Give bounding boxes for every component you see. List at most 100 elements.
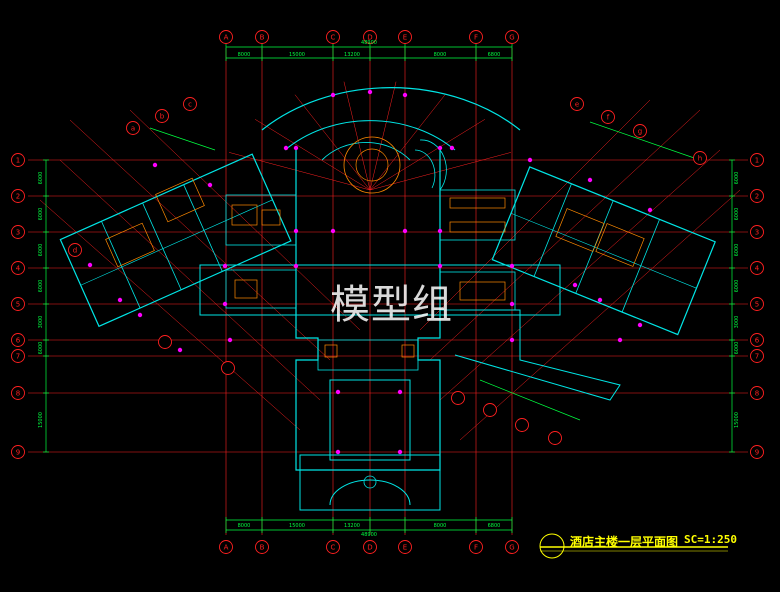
- axis-line-radial: [254, 119, 371, 191]
- dim-label-bottom: 8000: [238, 523, 251, 529]
- column-node: [335, 389, 341, 395]
- grid-bubble-bottom-label: F: [474, 544, 478, 552]
- grid-bubble-left-label: 8: [16, 390, 20, 398]
- grid-bubble-diagonal-circle: [68, 243, 82, 257]
- grid-bubble-left-label: 4: [16, 265, 21, 273]
- axis-line-diagonal: [129, 109, 361, 331]
- grid-bubble-top-circle: [363, 30, 377, 44]
- outer-arc: [261, 87, 521, 131]
- drawing-scale: SC=1:250: [684, 533, 737, 546]
- column-node: [637, 322, 643, 328]
- column-node: [437, 228, 443, 234]
- column-node: [647, 207, 653, 213]
- watermark-text: 模型组: [330, 282, 453, 328]
- grid-bubble-diagonal-label: d: [73, 247, 77, 255]
- axis-line-diagonal: [69, 119, 331, 361]
- column-node: [137, 312, 143, 318]
- axis-line-radial: [369, 94, 446, 191]
- grid-bubble-top-circle: [326, 30, 340, 44]
- right-wing: [491, 166, 716, 336]
- column-node: [509, 337, 515, 343]
- grid-bubble-top-label: G: [509, 34, 514, 42]
- dim-label-left: 15000: [38, 412, 44, 428]
- grid-bubble-diagonal-label: e: [575, 101, 579, 109]
- axis-line-radial: [228, 152, 371, 191]
- grid-bubble-left-label: 3: [16, 229, 20, 237]
- grid-bubble-diagonal-circle: [221, 361, 235, 375]
- grid-bubble-right-label: 3: [755, 229, 759, 237]
- column-node: [293, 263, 299, 269]
- grid-bubble-bottom-label: B: [260, 544, 265, 552]
- dim-label-bottom: 13200: [344, 523, 360, 529]
- grid-bubble-right-label: 9: [755, 449, 759, 457]
- grid-bubble-bottom-circle: [469, 540, 483, 554]
- grid-bubble-diagonal-label: h: [698, 155, 702, 163]
- dim-label-bottom: 15000: [289, 523, 305, 529]
- grid-bubble-right-label: 7: [755, 353, 759, 361]
- column-node: [152, 162, 158, 168]
- grid-bubble-left-circle: [11, 445, 25, 459]
- grid-bubble-left-label: 5: [16, 301, 20, 309]
- column-node: [397, 389, 403, 395]
- grid-bubble-right-circle: [750, 189, 764, 203]
- dim-label-top: 15000: [289, 52, 305, 58]
- grid-bubble-left-circle: [11, 153, 25, 167]
- column-node: [293, 145, 299, 151]
- grid-bubble-right-label: 8: [755, 390, 759, 398]
- grid-bubble-left-circle: [11, 225, 25, 239]
- grid-bubble-right-label: 4: [755, 265, 760, 273]
- grid-bubble-right-circle: [750, 297, 764, 311]
- grid-bubble-top-circle: [398, 30, 412, 44]
- column-node: [437, 145, 443, 151]
- grid-bubble-diagonal-circle: [633, 124, 647, 138]
- title-symbol: [539, 533, 565, 559]
- dim-label-left: 6000: [38, 244, 44, 257]
- grid-bubble-top-label: B: [260, 34, 265, 42]
- dim-label-top: 8000: [238, 52, 251, 58]
- dim-label-right: 6000: [734, 208, 740, 221]
- dim-label-right: 15000: [734, 412, 740, 428]
- grid-bubble-bottom-label: G: [509, 544, 514, 552]
- column-node: [330, 92, 336, 98]
- column-node: [397, 449, 403, 455]
- grid-bubble-bottom-label: E: [403, 544, 407, 552]
- grid-bubble-diagonal-circle: [183, 97, 197, 111]
- grid-bubble-diagonal-label: c: [188, 101, 192, 109]
- column-node: [402, 92, 408, 98]
- grid-bubble-right-label: 5: [755, 301, 759, 309]
- grid-bubble-left-circle: [11, 349, 25, 363]
- grid-bubble-right-label: 6: [755, 337, 760, 345]
- grid-bubble-top-label: E: [403, 34, 407, 42]
- column-node: [572, 282, 578, 288]
- grid-bubble-diagonal-label: b: [160, 113, 165, 121]
- lobby-hall: [329, 379, 411, 461]
- column-node: [87, 262, 93, 268]
- grid-bubble-top-circle: [505, 30, 519, 44]
- column-node: [335, 449, 341, 455]
- grid-bubble-top-circle: [255, 30, 269, 44]
- grid-bubble-bottom-label: A: [224, 544, 229, 552]
- dim-label-right: 6000: [734, 280, 740, 293]
- axis-line-diagonal: [39, 199, 301, 431]
- grid-bubble-right-circle: [750, 445, 764, 459]
- drawing-title: 酒店主楼一层平面图: [570, 535, 679, 549]
- axis-line-diagonal: [459, 189, 741, 441]
- entrance-canopy: [299, 454, 441, 511]
- fountain: [363, 475, 377, 489]
- grid-bubble-top-label: C: [331, 34, 336, 42]
- dim-label-top: 13200: [344, 52, 360, 58]
- column-node: [367, 89, 373, 95]
- left-wing: [59, 153, 292, 328]
- grid-bubble-bottom-circle: [326, 540, 340, 554]
- axis-line-diagonal: [419, 99, 651, 331]
- grid-bubble-right-circle: [750, 225, 764, 239]
- dim-label-left: 6000: [38, 342, 44, 355]
- dim-label-left: 6000: [38, 208, 44, 221]
- grid-bubble-diagonal-circle: [548, 431, 562, 445]
- entrance-arc: [329, 479, 411, 506]
- column-node: [177, 347, 183, 353]
- column-node: [437, 263, 443, 269]
- dim-line-diag-lower: [479, 379, 581, 421]
- grid-bubble-diagonal-circle: [483, 403, 497, 417]
- grid-bubble-top-label: D: [367, 34, 372, 42]
